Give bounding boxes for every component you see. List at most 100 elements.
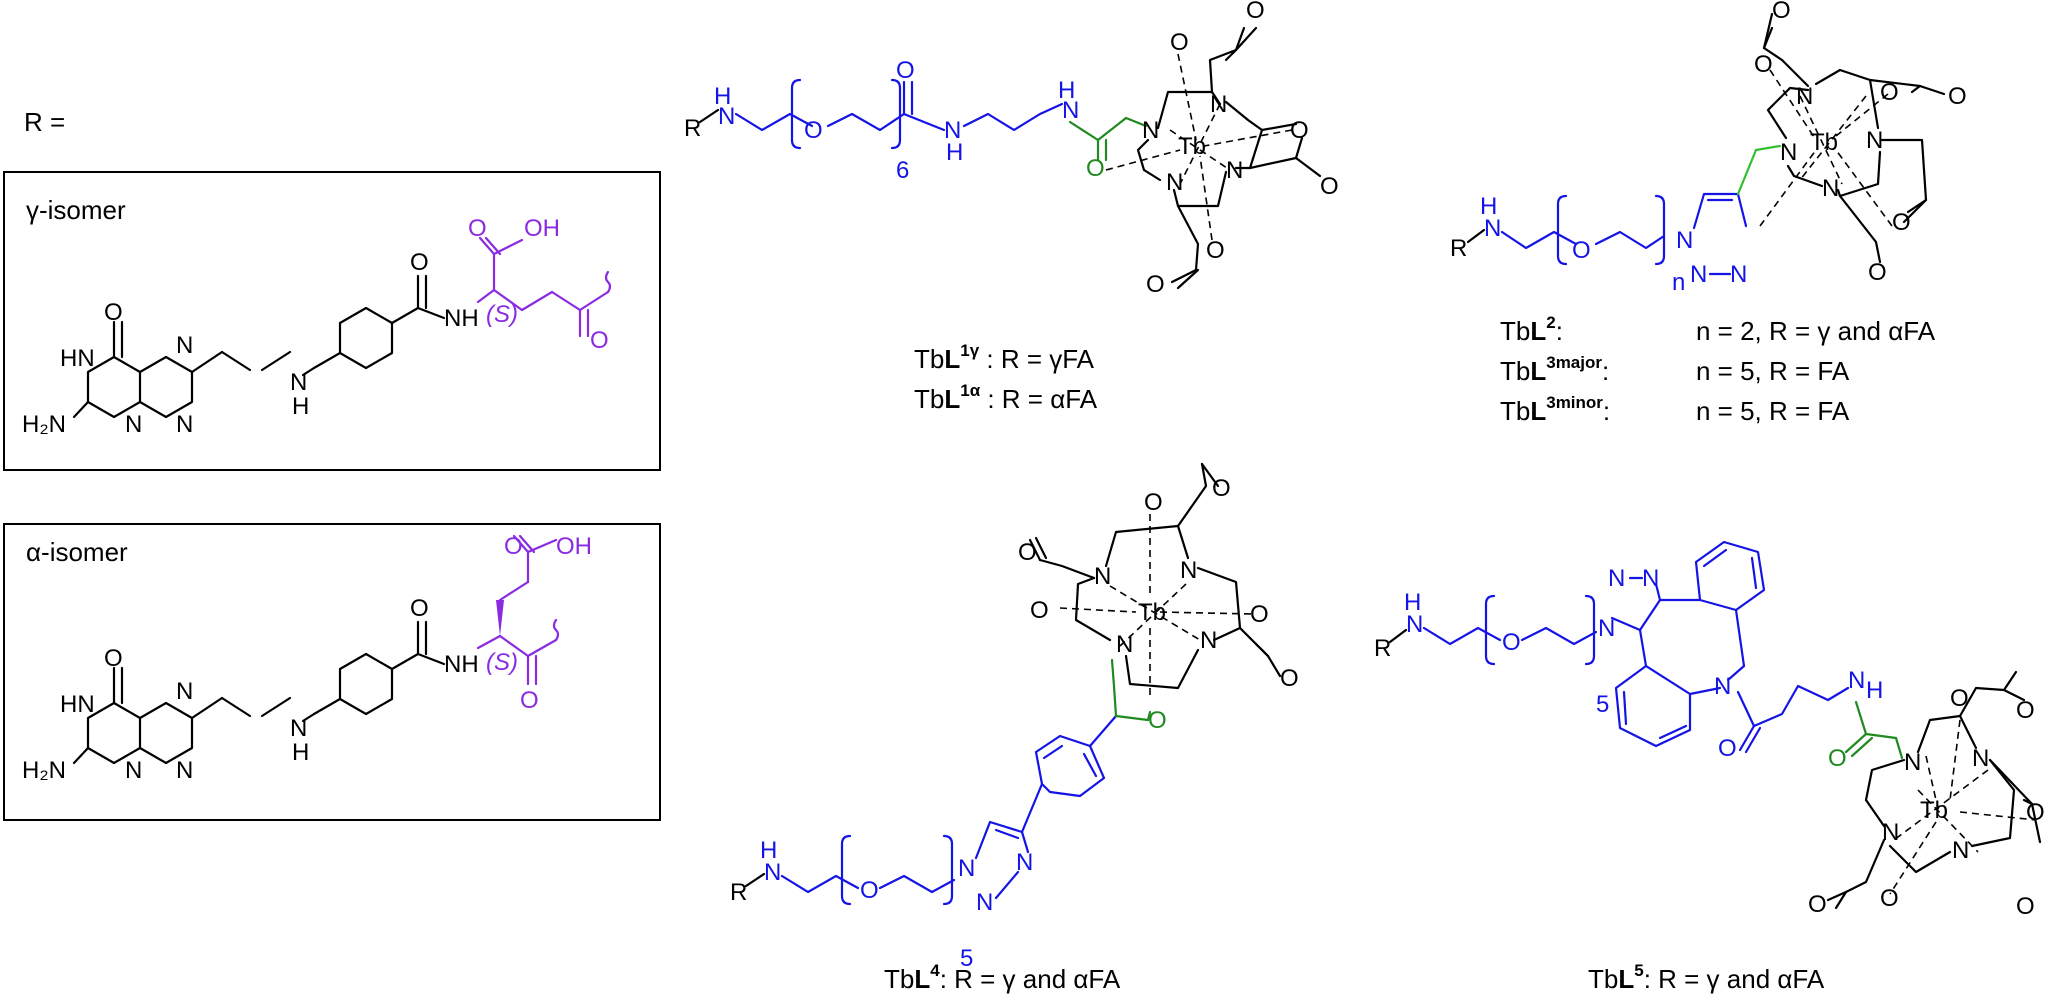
tbl2-r: R	[1450, 235, 1467, 262]
tbl1-captions: TbL1γ : R = γFA TbL1α : R = αFA	[914, 341, 1098, 414]
tbl5-o-f: O	[1880, 885, 1899, 912]
tbl4-o-e: O	[1250, 601, 1269, 628]
tbl1-green-o: O	[1086, 155, 1105, 182]
tbl4-nh-h: H	[760, 837, 777, 864]
alpha-hn: HN	[60, 691, 95, 718]
tbl5-tz-n1: N	[1598, 615, 1615, 642]
tbl1-nh2-n: N	[1062, 97, 1079, 124]
alpha-amide-o: O	[410, 595, 429, 622]
tbl1-o-d: O	[1320, 173, 1339, 200]
tbl1-o-a: O	[1170, 29, 1189, 56]
tbl1-amide-n: N	[944, 117, 961, 144]
caption-tbl3minor: TbL3minor:	[1500, 393, 1610, 426]
tbl2-dota-n2: N	[1796, 83, 1813, 110]
tbl5-nh-n: N	[1406, 611, 1423, 638]
alpha-glu-o: O	[504, 533, 523, 560]
tbl4-repeat-5: 5	[960, 945, 973, 972]
alpha-n5: N	[176, 678, 193, 705]
gamma-box-frame	[3, 171, 661, 471]
tbl2-o-e: O	[1892, 209, 1911, 236]
tbl1-dota-cage: N N N N Tb O O O O O O	[1105, 0, 1339, 298]
tbl5-dota-n4: N	[1882, 819, 1899, 846]
caption-tbl3major: TbL3major:	[1500, 353, 1609, 386]
structure-tbl5: R H N O 5 N N N N O N H	[1374, 540, 2045, 920]
r-definition-label: R =	[24, 107, 65, 137]
tbl5-repeat-5: 5	[1596, 691, 1609, 718]
alpha-stereo-label: (S)	[486, 649, 518, 676]
gamma-h2n: H₂N	[22, 411, 66, 438]
tbl4-tz-n3: N	[1016, 849, 1033, 876]
tbl1-o-b: O	[1246, 0, 1265, 24]
tbl5-dota-cage: N N N N Tb O O O O O O	[1808, 670, 2045, 920]
alpha-glu-o2: O	[520, 687, 539, 714]
tbl2-dota-n4: N	[1822, 175, 1839, 202]
structure-tbl1: R H N O 6 O N H H N O N N N N Tb	[684, 0, 1339, 298]
alpha-n1: N	[125, 757, 142, 784]
alpha-n8: N	[176, 757, 193, 784]
caption-tbl1-gamma: TbL1γ : R = γFA	[914, 341, 1095, 374]
tbl2-tz-n2: N	[1690, 261, 1707, 288]
gamma-pteridine: O HN N N N H₂N N H	[22, 299, 309, 438]
tbl2-captions: TbL2: n = 2, R = γ and αFA TbL3major: n …	[1500, 313, 1936, 426]
gamma-o-carbonyl: O	[104, 299, 123, 326]
tbl5-tb: Tb	[1920, 797, 1948, 824]
tbl5-amide-o: O	[1718, 735, 1737, 762]
alpha-isomer-box: α-isomer O HN N N N H₂N N H O	[3, 523, 661, 821]
alpha-box-frame	[3, 523, 661, 821]
tbl4-o-a: O	[1018, 539, 1037, 566]
tbl1-dota-n1: N	[1142, 117, 1159, 144]
alpha-nh-h: H	[292, 739, 309, 766]
tbl5-nh-h: H	[1404, 589, 1421, 616]
alpha-o-carbonyl: O	[104, 645, 123, 672]
tbl1-peg-o: O	[804, 117, 823, 144]
tbl4-o-f: O	[1280, 665, 1299, 692]
tbl1-o-c: O	[1290, 117, 1309, 144]
caption-tbl2: TbL2:	[1500, 313, 1563, 346]
tbl5-azocine-n: N	[1714, 673, 1731, 700]
alpha-isomer-title: α-isomer	[26, 537, 128, 567]
tbl5-peg-o: O	[1502, 629, 1521, 656]
tbl2-peg-o: O	[1572, 237, 1591, 264]
tbl4-o-d: O	[1212, 475, 1231, 502]
gamma-hn: HN	[60, 345, 95, 372]
tbl2-tb: Tb	[1810, 129, 1838, 156]
tbl1-dota-n4: N	[1166, 169, 1183, 196]
tbl4-peg-o: O	[860, 877, 879, 904]
alpha-benzene: O NH	[301, 595, 479, 723]
tbl1-tb: Tb	[1178, 133, 1206, 160]
tbl5-r: R	[1374, 635, 1391, 662]
tbl1-dota-n2: N	[1210, 91, 1227, 118]
tbl4-o-b: O	[1030, 597, 1049, 624]
alpha-h2n: H₂N	[22, 757, 66, 784]
tbl4-green-o: O	[1148, 707, 1167, 734]
tbl1-nh-n: N	[718, 103, 735, 130]
tbl1-nh-h: H	[714, 83, 731, 110]
tbl4-tz-n1: N	[958, 855, 975, 882]
gamma-glu-o2: O	[590, 327, 609, 354]
tbl2-nh-h: H	[1480, 193, 1497, 220]
alpha-pteridine: O HN N N N H₂N N H	[22, 645, 309, 784]
structure-tbl4: R H N O 5 N N N O N N N N Tb	[730, 462, 1299, 972]
tbl4-dota-n1: N	[1094, 563, 1111, 590]
tbl4-tz-n2: N	[976, 889, 993, 916]
alpha-wedge-bond	[496, 600, 504, 636]
tbl4-o-c: O	[1144, 489, 1163, 516]
tbl2-dota-n3: N	[1866, 127, 1883, 154]
tbl5-dota-n1: N	[1904, 749, 1921, 776]
tbl4-r: R	[730, 879, 747, 906]
caption-tbl5: TbL5: R = γ and αFA	[1588, 961, 1825, 994]
gamma-glu-oh: OH	[524, 215, 560, 242]
tbl2-o-f: O	[1868, 259, 1887, 286]
tbl4-nh-n: N	[764, 859, 781, 886]
caption-tbl3minor-value: n = 5, R = FA	[1696, 396, 1850, 426]
tbl5-o-a: O	[1950, 685, 1969, 712]
tbl2-nh-n: N	[1484, 215, 1501, 242]
tbl5-nh2-h: H	[1866, 677, 1883, 704]
tbl1-o-f: O	[1206, 237, 1225, 264]
tbl4-dota-n2: N	[1180, 557, 1197, 584]
tbl5-tz-n3: N	[1642, 565, 1659, 592]
gamma-amide-nh: NH	[444, 305, 479, 332]
tbl1-repeat-6: 6	[896, 157, 909, 184]
